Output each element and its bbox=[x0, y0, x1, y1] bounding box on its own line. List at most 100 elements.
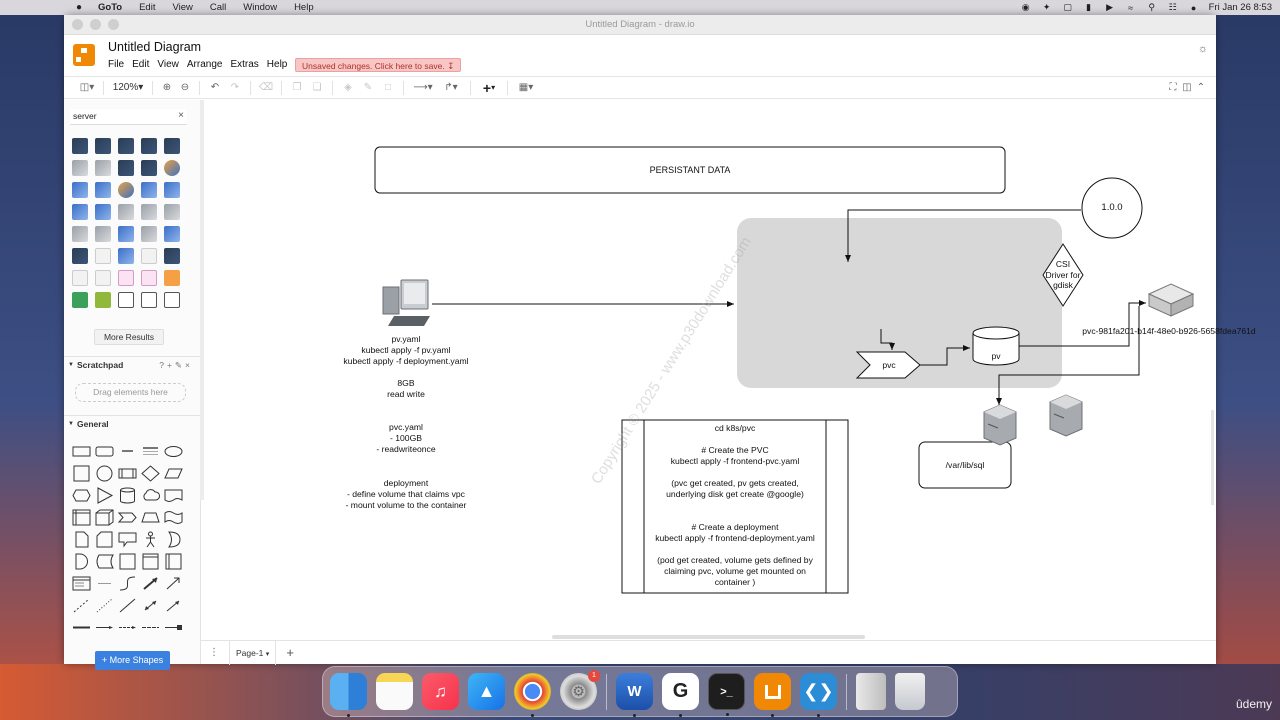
container-shape[interactable] bbox=[118, 553, 137, 570]
square-shape[interactable] bbox=[72, 465, 91, 482]
server-shape[interactable] bbox=[164, 270, 180, 286]
server-shape[interactable] bbox=[118, 204, 134, 220]
server-shape[interactable] bbox=[72, 270, 88, 286]
ellipse-shape[interactable] bbox=[164, 443, 183, 460]
word-icon[interactable]: W bbox=[616, 673, 653, 717]
battery-icon[interactable]: ▮ bbox=[1086, 2, 1092, 12]
page-tab[interactable]: Page-1 ▾ bbox=[229, 640, 277, 665]
rocket-icon[interactable]: ✦ bbox=[1042, 2, 1051, 12]
list-item-shape[interactable] bbox=[95, 575, 114, 592]
disk-icon[interactable] bbox=[1147, 283, 1195, 317]
clear-search-icon[interactable]: × bbox=[178, 110, 184, 121]
callout-shape[interactable] bbox=[118, 531, 137, 548]
or-shape[interactable] bbox=[164, 531, 183, 548]
waypoints-icon[interactable]: ↱▾ bbox=[444, 82, 458, 93]
link-connector-shape[interactable] bbox=[141, 619, 160, 636]
server-shape[interactable] bbox=[118, 138, 134, 154]
server-shape[interactable] bbox=[95, 204, 111, 220]
server-shape[interactable] bbox=[141, 292, 157, 308]
menu-window[interactable]: Window bbox=[243, 2, 278, 13]
directional-connector-shape[interactable] bbox=[164, 597, 183, 614]
shape-search-input[interactable]: server × bbox=[70, 109, 187, 125]
rectangle-shape[interactable] bbox=[72, 443, 91, 460]
unsaved-changes-button[interactable]: Unsaved changes. Click here to save. ↧ bbox=[295, 58, 462, 72]
disk-to-server-arrow[interactable] bbox=[996, 306, 1140, 405]
server-shape[interactable] bbox=[95, 182, 111, 198]
curve-shape[interactable] bbox=[118, 575, 137, 592]
zoom-out-icon[interactable]: ⊖ bbox=[180, 82, 190, 93]
computer-icon[interactable] bbox=[382, 279, 430, 326]
parallelogram-shape[interactable] bbox=[164, 465, 183, 482]
add-page-icon[interactable]: + bbox=[286, 645, 294, 660]
thick-line-shape[interactable] bbox=[72, 619, 91, 636]
music-icon[interactable]: ♫ bbox=[422, 673, 459, 710]
triangle-shape[interactable] bbox=[95, 487, 114, 504]
scratchpad-header[interactable]: ▼ Scratchpad ?+✎× bbox=[64, 356, 201, 373]
trash-icon[interactable] bbox=[895, 673, 925, 710]
drawio-dock-icon[interactable] bbox=[754, 673, 791, 717]
menu-help[interactable]: Help bbox=[266, 59, 288, 70]
diamond-shape[interactable] bbox=[141, 465, 160, 482]
server-shape[interactable] bbox=[141, 160, 157, 176]
general-header[interactable]: ▼ General bbox=[64, 415, 201, 432]
zoom-select[interactable]: 120%▾ bbox=[112, 82, 144, 93]
menu-view[interactable]: View bbox=[172, 2, 193, 13]
pv-to-disk-arrow[interactable] bbox=[1019, 300, 1146, 347]
pvc-step-shape[interactable] bbox=[855, 351, 921, 379]
scratchpad-drop-zone[interactable]: Drag elements here bbox=[75, 383, 186, 402]
and-shape[interactable] bbox=[72, 553, 91, 570]
pvc-entry-line[interactable] bbox=[880, 329, 895, 350]
server-shape[interactable] bbox=[118, 226, 134, 242]
line-color-icon[interactable]: ✎ bbox=[363, 82, 373, 93]
server-shape[interactable] bbox=[141, 270, 157, 286]
csi-driver-diamond[interactable] bbox=[1042, 243, 1084, 307]
server-icon[interactable] bbox=[983, 404, 1017, 446]
server-shape[interactable] bbox=[118, 270, 134, 286]
canvas-vertical-scrollbar[interactable] bbox=[1211, 410, 1214, 505]
var-lib-sql-box[interactable] bbox=[918, 441, 1012, 489]
canvas-horizontal-scrollbar[interactable] bbox=[552, 635, 865, 639]
menu-edit[interactable]: Edit bbox=[132, 59, 150, 70]
notes-icon[interactable] bbox=[376, 673, 413, 710]
bidirectional-arrow-shape[interactable] bbox=[141, 575, 160, 592]
system-settings-icon[interactable]: ⚙1 bbox=[560, 670, 600, 710]
play-icon[interactable]: ▶ bbox=[1106, 2, 1114, 12]
pv-cylinder[interactable] bbox=[972, 326, 1020, 366]
cube-shape[interactable] bbox=[95, 509, 114, 526]
minimize-window-button[interactable] bbox=[90, 19, 101, 30]
server-shape[interactable] bbox=[95, 160, 111, 176]
connector-shape[interactable] bbox=[95, 619, 114, 636]
zoom-in-icon[interactable]: ⊕ bbox=[162, 82, 172, 93]
menubar-clock[interactable]: Fri Jan 26 8:53 bbox=[1208, 2, 1272, 13]
zoom-window-button[interactable] bbox=[108, 19, 119, 30]
rounded-rectangle-shape[interactable] bbox=[95, 443, 114, 460]
menu-edit[interactable]: Edit bbox=[139, 2, 156, 13]
server-shape[interactable] bbox=[72, 160, 88, 176]
screen-icon[interactable]: ▢ bbox=[1063, 2, 1072, 12]
server-shape[interactable] bbox=[164, 204, 180, 220]
cylinder-shape[interactable] bbox=[118, 487, 137, 504]
fullscreen-icon[interactable]: ⛶ bbox=[1169, 82, 1177, 93]
format-panel-icon[interactable]: ◫▾ bbox=[79, 82, 95, 93]
server-shape[interactable] bbox=[95, 270, 111, 286]
server-shape[interactable] bbox=[164, 160, 180, 176]
server-shape[interactable] bbox=[95, 248, 111, 264]
theme-sun-icon[interactable]: ☼ bbox=[1197, 43, 1208, 55]
server-shape[interactable] bbox=[164, 138, 180, 154]
version-to-cluster-arrow[interactable] bbox=[845, 209, 1081, 262]
server-shape[interactable] bbox=[118, 182, 134, 198]
process-box[interactable] bbox=[621, 419, 849, 594]
tape-shape[interactable] bbox=[164, 509, 183, 526]
close-window-button[interactable] bbox=[72, 19, 83, 30]
wifi-icon[interactable]: ≈ bbox=[1128, 2, 1134, 13]
server-shape[interactable] bbox=[118, 292, 134, 308]
menu-call[interactable]: Call bbox=[209, 2, 227, 13]
apple-icon[interactable]: ● bbox=[76, 2, 83, 13]
arrow-shape[interactable] bbox=[164, 575, 183, 592]
server-icon[interactable] bbox=[1049, 394, 1083, 437]
server-shape[interactable] bbox=[72, 182, 88, 198]
list-shape[interactable] bbox=[72, 575, 91, 592]
persistant-data-box[interactable] bbox=[374, 146, 1006, 194]
server-shape[interactable] bbox=[164, 248, 180, 264]
chrome-icon[interactable] bbox=[514, 673, 551, 717]
